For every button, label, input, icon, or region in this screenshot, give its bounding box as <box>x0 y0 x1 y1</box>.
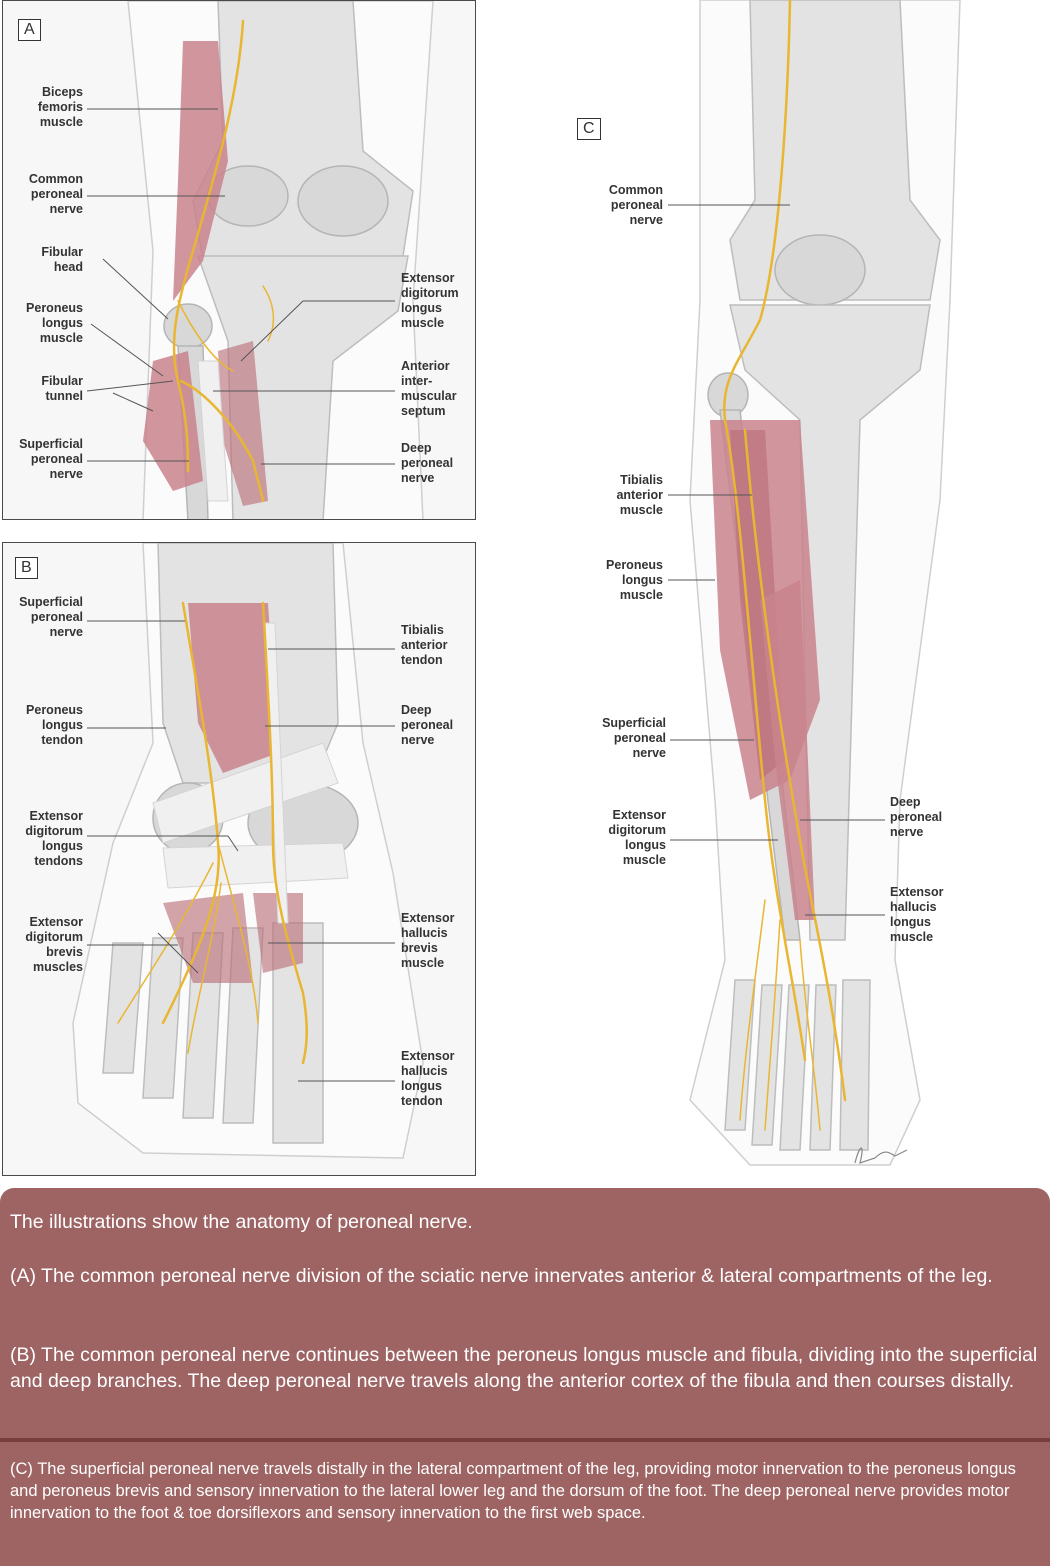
panel-a-knee: A Biceps femoris muscle Common peroneal … <box>2 0 476 520</box>
label-extensor-hallucis-brevis: Extensor hallucis brevis muscle <box>401 911 455 970</box>
caption-divider <box>0 1438 1050 1442</box>
label-superficial-peroneal-c: Superficial peroneal nerve <box>602 716 666 760</box>
caption-box: The illustrations show the anatomy of pe… <box>0 1188 1050 1566</box>
label-deep-peroneal-c: Deep peroneal nerve <box>890 795 943 839</box>
label-common-peroneal-c: Common peroneal nerve <box>608 183 663 227</box>
label-common-peroneal: Common peroneal nerve <box>28 172 83 216</box>
panel-b-tag: B <box>15 557 38 579</box>
label-anterior-septum: Anterior inter- muscular septum <box>401 359 457 418</box>
caption-panel-a: (A) The common peroneal nerve division o… <box>10 1265 993 1287</box>
leg-illustration <box>668 0 961 1166</box>
panel-c-tag: C <box>577 118 601 140</box>
label-deep-peroneal-b: Deep peroneal nerve <box>401 703 454 747</box>
label-tibialis-anterior-c: Tibialis anterior muscle <box>616 473 663 517</box>
artist-signature <box>854 1147 908 1164</box>
panel-a-tag: A <box>18 19 41 41</box>
caption-panel-b: (B) The common peroneal nerve continues … <box>10 1344 1038 1392</box>
label-tibialis-anterior-tendon: Tibialis anterior tendon <box>401 623 448 667</box>
label-extensor-hallucis-tendon: Extensor hallucis longus tendon <box>401 1049 455 1108</box>
caption-intro: The illustrations show the anatomy of pe… <box>10 1211 473 1233</box>
label-superficial-peroneal: Superficial peroneal nerve <box>19 437 83 481</box>
panel-b-foot: B Superficial peroneal nerve Peroneus lo… <box>2 542 476 1176</box>
label-extensor-digitorum-tendons: Extensor digitorum longus tendons <box>25 809 83 868</box>
label-fibular-head: Fibular head <box>41 245 83 274</box>
label-peroneus-longus: Peroneus longus muscle <box>26 301 83 345</box>
label-fibular-tunnel: Fibular tunnel <box>41 374 83 403</box>
panel-c-leg: C Common peroneal nerve Tibialis anterio… <box>500 0 1048 1176</box>
label-extensor-hallucis-c: Extensor hallucis longus muscle <box>890 885 944 944</box>
label-biceps-femoris: Biceps femoris muscle <box>37 85 83 129</box>
foot-illustration <box>72 543 424 1159</box>
label-extensor-digitorum-brevis: Extensor digitorum brevis muscles <box>25 915 83 974</box>
caption-panel-c: (C) The superficial peroneal nerve trave… <box>10 1460 1016 1522</box>
knee-illustration <box>86 1 434 519</box>
label-peroneus-longus-c: Peroneus longus muscle <box>606 558 663 602</box>
label-peroneus-longus-tendon: Peroneus longus tendon <box>26 703 83 747</box>
label-superficial-peroneal-b: Superficial peroneal nerve <box>19 595 83 639</box>
label-extensor-digitorum: Extensor digitorum longus muscle <box>401 271 459 330</box>
label-deep-peroneal: Deep peroneal nerve <box>401 441 454 485</box>
label-extensor-digitorum-c: Extensor digitorum longus muscle <box>608 808 666 867</box>
